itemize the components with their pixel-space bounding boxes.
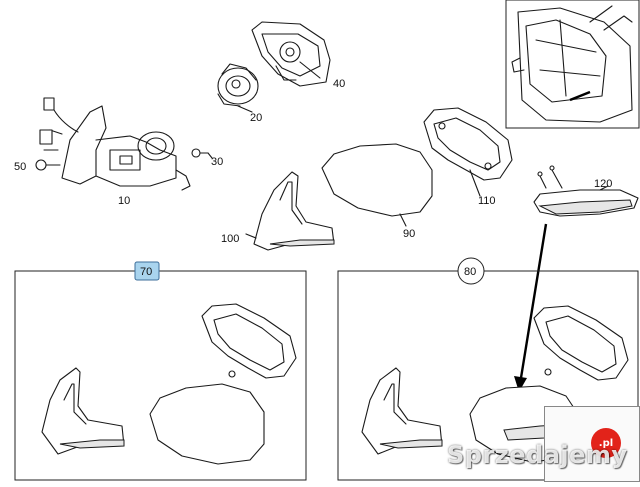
part-30-screw [191, 148, 209, 158]
leader-lines [207, 61, 609, 239]
callout-10: 10 [118, 195, 130, 207]
part-90-mirror-glass [321, 143, 433, 217]
pointer-arrowhead [514, 376, 527, 392]
callout-120: 120 [594, 178, 612, 190]
callout-70: 70 [140, 266, 152, 278]
callout-100: 100 [221, 233, 239, 245]
part-100-lower-cover [253, 171, 335, 251]
callout-90: 90 [403, 228, 415, 240]
callout-20: 20 [250, 112, 262, 124]
pointer-arrow [518, 223, 548, 385]
callout-40: 40 [333, 78, 345, 90]
callout-70-badge [134, 261, 160, 281]
watermark-text: Sprzedajemy [447, 441, 628, 469]
vehicle-location-inset [505, 0, 640, 129]
watermark-badge: .pl [591, 428, 621, 458]
part-120-turn-signal [533, 165, 639, 217]
part-20-motor [217, 63, 259, 107]
callout-80: 80 [464, 266, 476, 278]
part-110-housing-frame [423, 107, 513, 181]
callout-110: 110 [478, 195, 496, 207]
callout-30: 30 [211, 156, 223, 168]
part-10-mirror-base-assembly [39, 97, 191, 191]
part-50-screw [35, 159, 61, 171]
callout-50: 50 [14, 161, 26, 173]
group-70-frame [14, 270, 307, 481]
callout-80-circle [457, 257, 485, 285]
